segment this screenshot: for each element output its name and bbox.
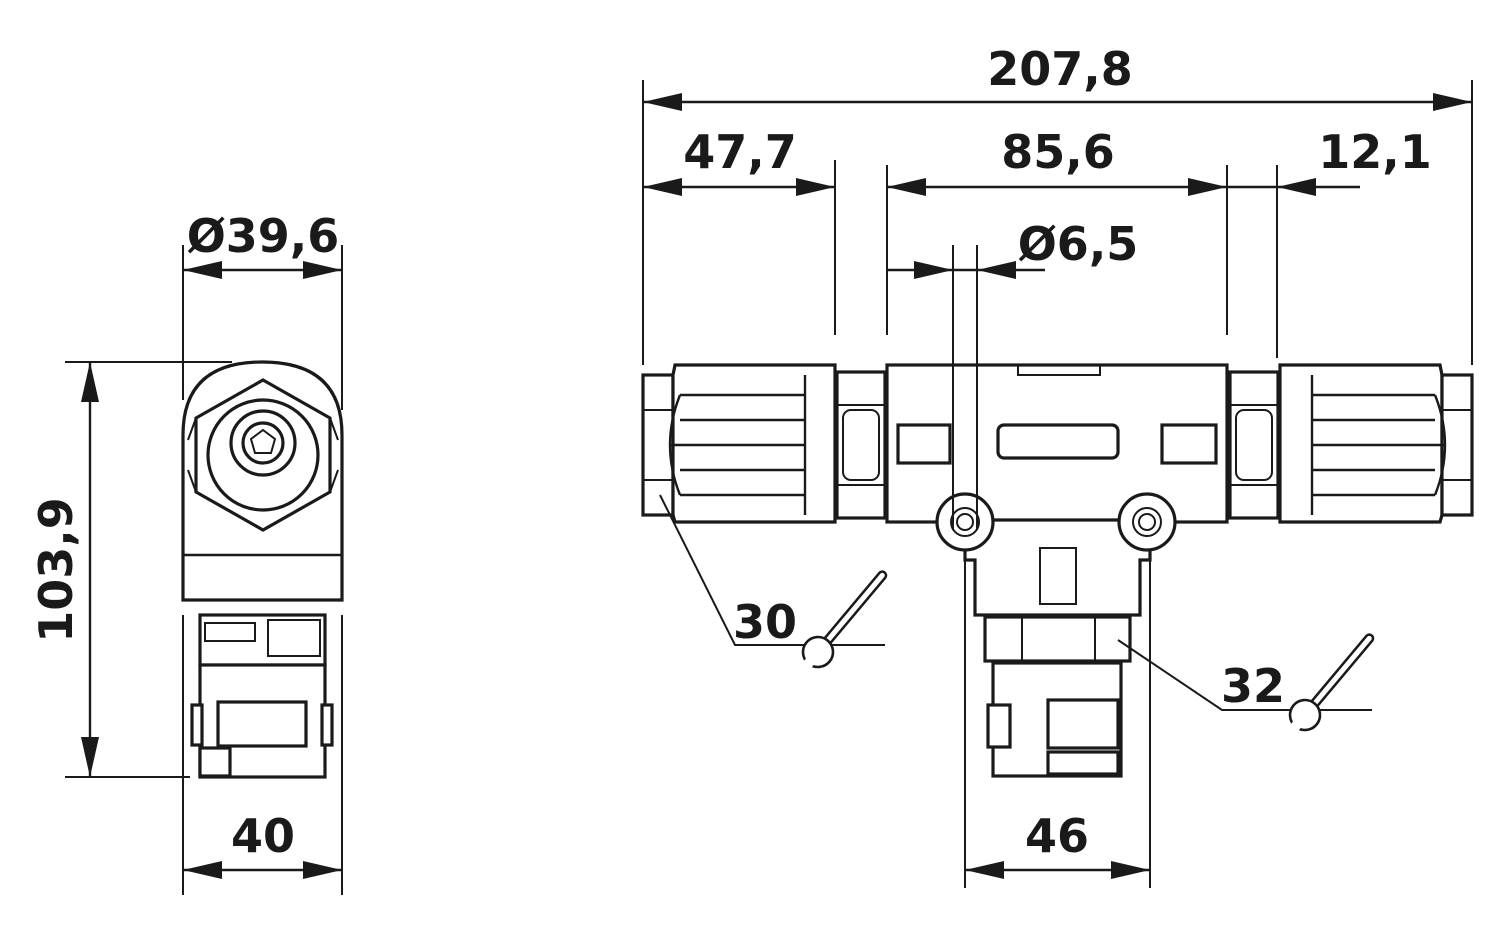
label-overall-length: 207,8 bbox=[987, 42, 1133, 96]
overall-length-dimension: 207,8 bbox=[642, 42, 1473, 365]
wrench-callout-left: 30 bbox=[659, 494, 888, 673]
label-left-segment: 47,7 bbox=[683, 125, 797, 179]
side-diameter-dimension: Ø39,6 bbox=[182, 209, 343, 410]
center-segment-dimension: 85,6 bbox=[886, 125, 1228, 335]
side-width-dimension: 40 bbox=[182, 615, 343, 895]
label-bottom-width: 46 bbox=[1025, 809, 1089, 863]
right-segment-dimension: 12,1 bbox=[1227, 125, 1432, 358]
wrench-icon bbox=[1287, 633, 1375, 736]
side-view bbox=[181, 360, 344, 779]
wrench-icon bbox=[800, 570, 888, 673]
label-wrench-left: 30 bbox=[733, 595, 797, 649]
hole-diameter-dimension: Ø6,5 bbox=[887, 217, 1138, 530]
bottom-width-dimension: 46 bbox=[964, 560, 1151, 888]
wrench-callout-right: 32 bbox=[1117, 633, 1375, 736]
side-height-dimension: 103,9 bbox=[29, 361, 232, 778]
label-side-width: 40 bbox=[231, 809, 295, 863]
label-wrench-right: 32 bbox=[1221, 659, 1285, 713]
label-center-segment: 85,6 bbox=[1001, 125, 1115, 179]
label-side-diameter: Ø39,6 bbox=[187, 209, 340, 263]
label-hole-diameter: Ø6,5 bbox=[1018, 217, 1139, 271]
left-segment-dimension: 47,7 bbox=[643, 125, 836, 335]
front-view bbox=[641, 363, 1474, 778]
label-right-segment: 12,1 bbox=[1318, 125, 1432, 179]
label-side-height: 103,9 bbox=[29, 497, 83, 643]
